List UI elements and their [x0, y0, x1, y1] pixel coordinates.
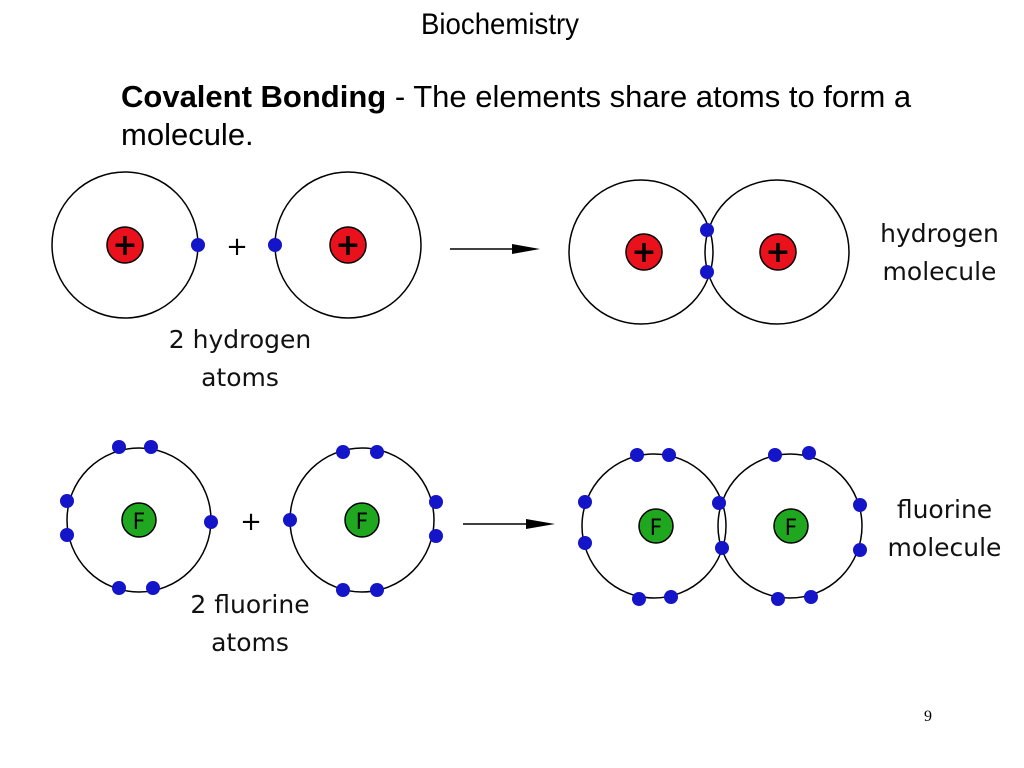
fluorine-atom-2-electron [370, 583, 384, 597]
fluorine-molecule-nucleus-right-symbol: F [785, 516, 798, 541]
fluorine-molecule-nucleus-left [638, 508, 674, 544]
fluorine-plus-sign: + [240, 507, 262, 537]
fluorine-atom-1-electron [112, 440, 126, 454]
fluorine-atom-1-electron [144, 440, 158, 454]
hydrogen-atom-1-nucleus [106, 226, 144, 264]
hydrogen-molecule-nucleus-left [625, 233, 663, 271]
covalent-bonding-definition: - The elements share atoms to form a mol… [121, 79, 912, 152]
fluorine-molecule-nucleus-left-symbol: F [650, 516, 663, 541]
fluorine-atom-2-electron [336, 583, 350, 597]
fluorine-molecule-electron [768, 448, 782, 462]
fluorine-atom-1-electron [146, 581, 160, 595]
hydrogen-shared-electron-top [700, 223, 714, 237]
fluorine-atom-2-electron [283, 513, 297, 527]
fluorine-molecule-electron [578, 495, 592, 509]
hydrogen-molecule: + + [568, 179, 850, 325]
fluorine-atom-1-nucleus [121, 502, 157, 538]
hydrogen-reaction-arrow [450, 244, 540, 254]
fluorine-atom-1-electron [112, 581, 126, 595]
hydrogen-atoms-label: 2 hydrogen atoms [168, 325, 312, 392]
fluorine-reaction-arrow [463, 519, 555, 529]
hydrogen-atom-1-nucleus-symbol: + [112, 228, 137, 263]
hydrogen-atom-2-nucleus-symbol: + [335, 228, 360, 263]
fluorine-atom-2: F [283, 445, 443, 597]
covalent-bonding-term: Covalent Bonding [121, 79, 387, 114]
hydrogen-plus-sign: + [226, 232, 248, 262]
fluorine-atom-2-electron [429, 529, 443, 543]
page-number: 9 [924, 708, 932, 725]
fluorine-shared-electron [715, 541, 729, 555]
fluorine-molecule-electron [804, 590, 818, 604]
fluorine-atom-1-electron [204, 515, 218, 529]
fluorine-molecule-electron [853, 498, 867, 512]
fluorine-molecule-electron [664, 590, 678, 604]
fluorine-atom-1-electron [60, 528, 74, 542]
fluorine-molecule-electron [578, 536, 592, 550]
hydrogen-atom-2-nucleus [329, 226, 367, 264]
fluorine-molecule-electron [662, 448, 676, 462]
hydrogen-atom-1: + [51, 171, 205, 319]
fluorine-atom-1-nucleus-symbol: F [133, 510, 146, 535]
slide-title: Biochemistry [421, 8, 579, 41]
fluorine-molecule-electron [802, 446, 816, 460]
fluorine-molecule-orbit-left [581, 453, 727, 599]
hydrogen-molecule-nucleus-left-symbol: + [631, 235, 656, 270]
hydrogen-shared-electron-bottom [700, 265, 714, 279]
hydrogen-molecule-orbit-left [568, 179, 714, 325]
fluorine-atom-2-nucleus [344, 502, 380, 538]
fluorine-atom-2-electron [370, 445, 384, 459]
fluorine-molecule-electron [632, 592, 646, 606]
fluorine-molecule-label: fluorine molecule [887, 495, 1002, 562]
hydrogen-molecule-label: hydrogen molecule [880, 219, 999, 286]
hydrogen-molecule-nucleus-right-symbol: + [765, 235, 790, 270]
slide-subtitle: Covalent Bonding - The elements share at… [121, 78, 941, 154]
fluorine-atom-2-nucleus-symbol: F [356, 510, 369, 535]
hydrogen-molecule-orbit-right [704, 179, 850, 325]
hydrogen-molecule-nucleus-right [759, 233, 797, 271]
fluorine-molecule-electron [771, 592, 785, 606]
fluorine-molecule: F F [578, 446, 867, 606]
fluorine-atom-2-electron [429, 495, 443, 509]
fluorine-atom-1: F [60, 440, 218, 595]
hydrogen-atom-2-electron [268, 238, 282, 252]
fluorine-atom-1-electron [60, 494, 74, 508]
fluorine-atoms-label: 2 fluorine atoms [190, 590, 310, 657]
fluorine-molecule-electron [853, 543, 867, 557]
fluorine-atom-2-electron [336, 445, 350, 459]
fluorine-shared-electron [712, 496, 726, 510]
hydrogen-atom-1-electron [191, 238, 205, 252]
fluorine-molecule-electron [630, 448, 644, 462]
hydrogen-atom-2: + [268, 171, 422, 319]
fluorine-molecule-nucleus-right [773, 508, 809, 544]
fluorine-molecule-orbit-right [717, 453, 863, 599]
